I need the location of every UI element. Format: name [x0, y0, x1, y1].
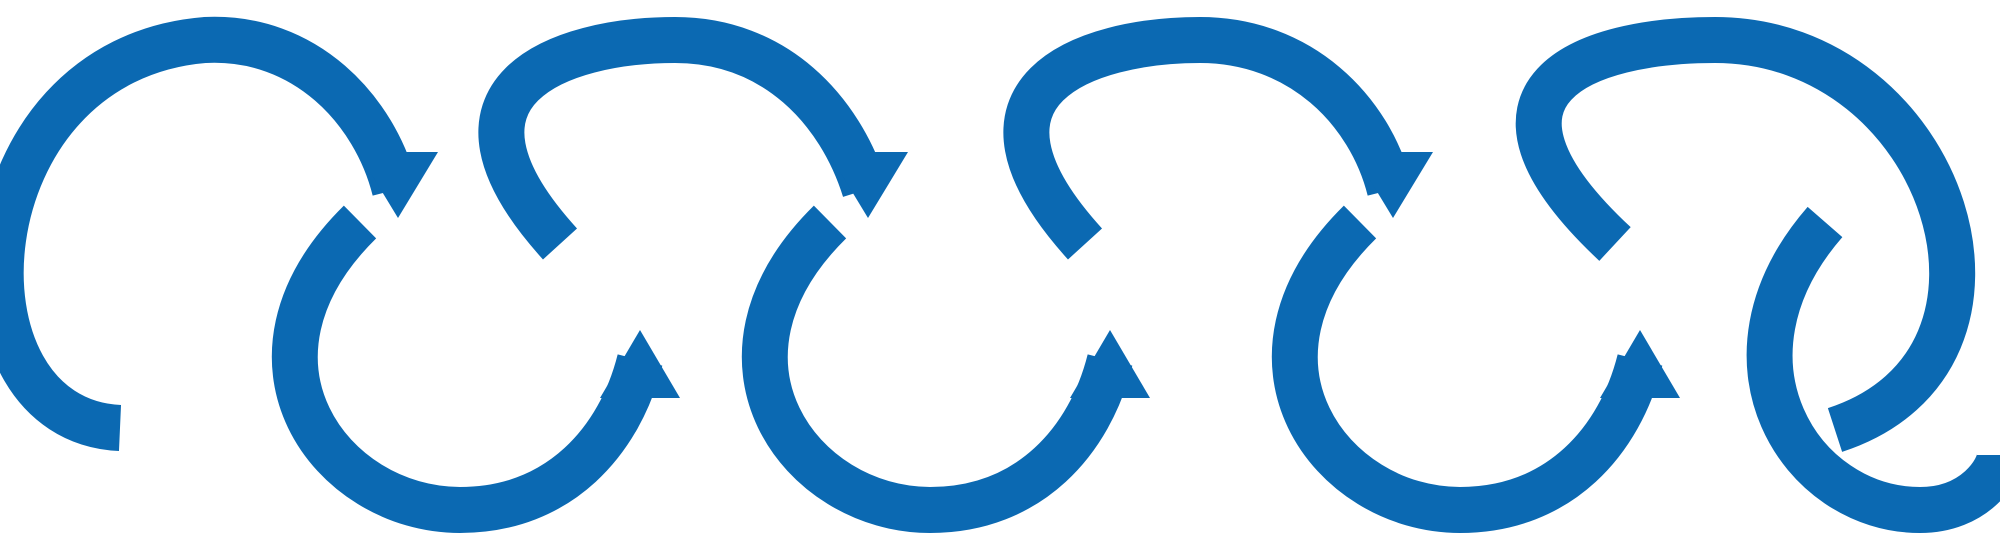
arrow-arc-icon-7	[1271, 205, 1663, 533]
arrow-head-icon-1	[358, 152, 438, 218]
arrow-arc-icon-5	[271, 205, 663, 533]
arrow-head-icon-7	[1600, 330, 1680, 398]
arrow-arc-icon-8	[1746, 206, 2000, 533]
arrow-head-icon-2	[828, 152, 908, 218]
arrow-arc-icon-3	[1003, 17, 1413, 260]
arrow-head-icon-3	[1353, 152, 1433, 218]
arrow-arc-icon-6	[741, 205, 1133, 533]
arrow-arc-icon-4	[1515, 17, 1976, 452]
arrow-arc-icon-1	[0, 16, 418, 451]
arrow-head-icon-5	[600, 330, 680, 398]
arrow-arc-icon-2	[478, 17, 887, 260]
arrow-head-icon-6	[1070, 330, 1150, 398]
arrow-group	[0, 16, 2000, 533]
